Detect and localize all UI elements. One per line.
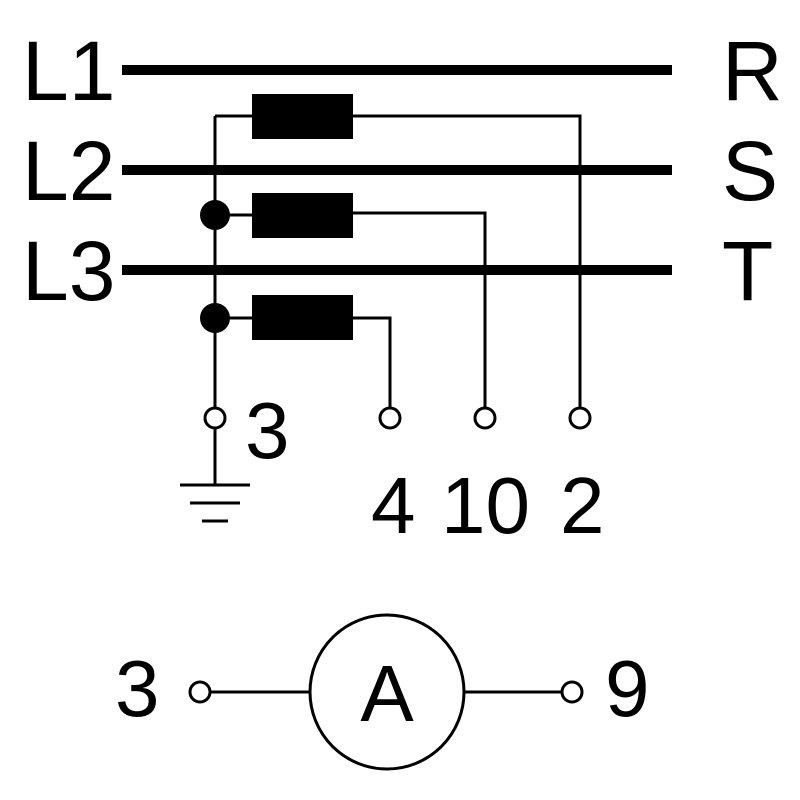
terminal-common <box>203 406 227 430</box>
current-transformer-1 <box>252 94 353 139</box>
phase-label-l2: L2 <box>22 124 115 218</box>
ct2-output-wire <box>353 211 487 408</box>
current-transformer-3 <box>252 295 353 340</box>
phase-label-t: T <box>722 224 773 318</box>
ammeter-left-terminal <box>188 680 212 704</box>
ground-icon <box>180 428 250 523</box>
ct1-output-wire <box>353 114 582 408</box>
current-transformer-2 <box>252 193 353 238</box>
phase-label-r: R <box>722 24 783 118</box>
terminal-ct3 <box>378 406 402 430</box>
terminal-label-ct1: 2 <box>560 461 605 550</box>
ammeter-symbol: A <box>360 649 414 738</box>
ct3-output-wire <box>353 316 392 408</box>
phase-label-s: S <box>722 124 778 218</box>
phase-label-l3: L3 <box>22 224 115 318</box>
terminal-label-common: 3 <box>245 386 290 475</box>
phase-label-l1: L1 <box>22 24 115 118</box>
terminal-label-ct3: 4 <box>371 461 416 550</box>
ammeter-right-terminal-label: 9 <box>605 644 650 733</box>
terminal-ct2 <box>473 406 497 430</box>
terminal-ct1 <box>568 406 592 430</box>
ammeter-left-terminal-label: 3 <box>115 644 160 733</box>
terminal-label-ct2: 10 <box>441 461 530 550</box>
ammeter-right-terminal <box>560 680 584 704</box>
